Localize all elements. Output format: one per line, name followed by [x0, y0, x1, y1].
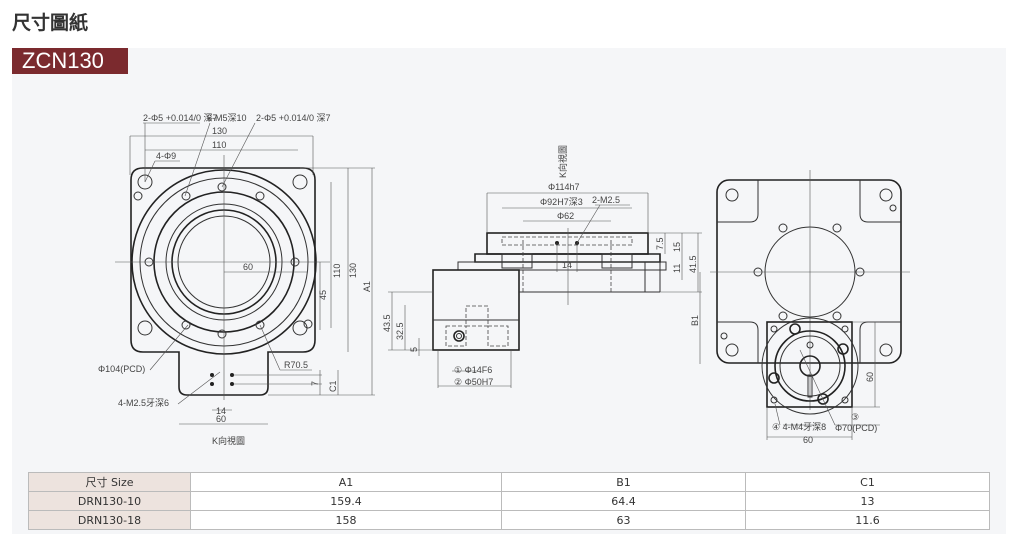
rear-tap-note: ④ 4-M4牙深8: [772, 422, 826, 432]
side-view-label: K向視圖: [557, 145, 568, 178]
header-b1: B1: [500, 472, 746, 492]
rear-view: 60 ③ ④ 4-M4牙深8 Φ70(PCD) 60: [710, 170, 910, 445]
dim-41-5: 41.5: [688, 255, 698, 273]
dim-5: 5: [409, 347, 419, 352]
header-size: 尺寸 Size: [28, 472, 191, 492]
page-title: 尺寸圖紙: [12, 12, 89, 34]
dim-43-5: 43.5: [382, 314, 392, 332]
dim-C1: C1: [328, 380, 338, 392]
bore-note: ② Φ50H7: [454, 377, 493, 387]
tap-note: 4-M2.5牙深6: [118, 398, 169, 408]
table-row: DRN130-18 158 63 11.6: [28, 510, 991, 530]
front-view: 2-Φ5 +0.014/0 深7 6-M5深10 2-Φ5 +0.014/0 深…: [98, 113, 375, 446]
pcd-note: Φ104(PCD): [98, 364, 145, 374]
table-row: DRN130-10 159.4 64.4 13: [28, 491, 991, 511]
cell-c1: 13: [744, 491, 991, 511]
model-tag: ZCN130: [12, 48, 128, 74]
side-dim-14: 14: [562, 260, 572, 270]
front-tapped-note: 6-M5深10: [207, 113, 247, 123]
front-view-label: K向視圖: [212, 435, 245, 446]
row-model: DRN130-18: [28, 510, 191, 530]
rear-pcd-note: Φ70(PCD): [835, 423, 877, 433]
dim-7-5: 7.5: [655, 237, 665, 250]
dim-d114: Φ114h7: [548, 182, 580, 192]
dim-32-5: 32.5: [395, 322, 405, 340]
size-table: 尺寸 Size A1 B1 C1 DRN130-10 159.4 64.4 13…: [28, 472, 991, 530]
bolt-holes-note: 4-Φ9: [156, 151, 176, 161]
table-header-row: 尺寸 Size A1 B1 C1: [28, 472, 991, 492]
dim-15: 15: [672, 242, 682, 252]
cell-c1: 11.6: [744, 510, 991, 530]
radius-note: R70.5: [284, 360, 308, 370]
cell-b1: 64.4: [500, 491, 746, 511]
dim-11: 11: [672, 264, 682, 273]
front-hole-note-2: 2-Φ5 +0.014/0 深7: [256, 113, 330, 123]
header-a1: A1: [190, 472, 502, 492]
dim-d92: Φ92H7深3: [540, 197, 583, 207]
cell-a1: 159.4: [190, 491, 502, 511]
header-c1: C1: [744, 472, 991, 492]
dim-110-v: 110: [332, 264, 342, 278]
dim-7: 7: [310, 381, 320, 386]
cell-a1: 158: [190, 510, 502, 530]
front-hole-note-1: 2-Φ5 +0.014/0 深7: [143, 113, 217, 123]
dim-60-radius: 60: [243, 262, 253, 272]
side-view: K向視圖 Φ114h7 Φ92H7深3 2-M2.5 Φ62 7.5 15 11…: [382, 145, 702, 388]
shaft-note: ① Φ14F6: [454, 365, 492, 375]
dim-B1: B1: [690, 315, 700, 326]
rear-dim-60-h: 60: [803, 435, 813, 445]
dim-14: 14: [216, 406, 226, 416]
dim-130: 130: [212, 126, 227, 136]
rear-note-3: ③: [851, 412, 859, 422]
dim-60: 60: [216, 414, 226, 424]
dim-110: 110: [212, 140, 226, 150]
rear-dim-60-v: 60: [865, 372, 875, 382]
dim-45: 45: [318, 290, 328, 300]
side-tap-note: 2-M2.5: [592, 195, 620, 205]
drawing-panel: [12, 48, 1006, 534]
dim-130-v: 130: [348, 263, 358, 278]
dim-A1: A1: [362, 281, 372, 292]
cell-b1: 63: [500, 510, 746, 530]
dimension-drawing: 2-Φ5 +0.014/0 深7 6-M5深10 2-Φ5 +0.014/0 深…: [98, 113, 910, 446]
dim-d62: Φ62: [557, 211, 574, 221]
row-model: DRN130-10: [28, 491, 191, 511]
